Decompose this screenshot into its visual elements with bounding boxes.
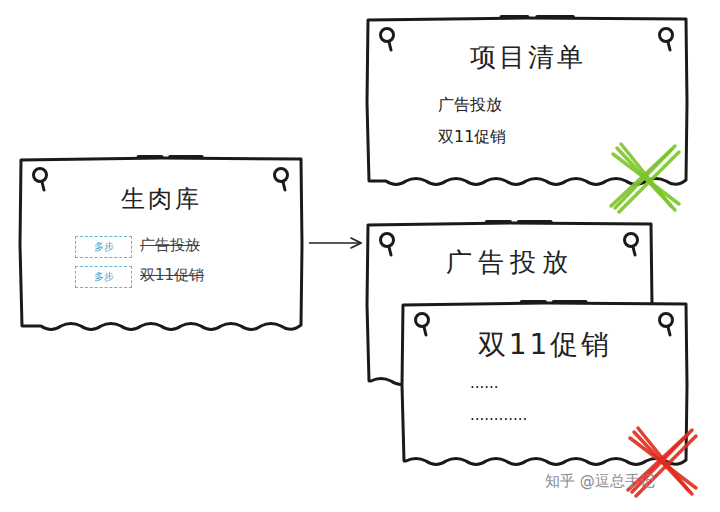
placeholder-dots: ............ bbox=[470, 406, 527, 424]
done-cross bbox=[611, 144, 679, 212]
step-tag: 多步 bbox=[75, 266, 132, 288]
card-title: 项目清单 bbox=[470, 42, 586, 73]
cross-stroke bbox=[613, 154, 679, 204]
pin-head bbox=[416, 314, 429, 327]
list-item: 双11促销 bbox=[438, 127, 506, 146]
tape-mark bbox=[502, 15, 574, 19]
torn-paper bbox=[367, 18, 687, 185]
card-title: 双11促销 bbox=[478, 328, 613, 362]
tape-mark bbox=[139, 155, 202, 159]
pin-stem bbox=[283, 182, 285, 190]
pin-head bbox=[34, 169, 47, 182]
torn-paper bbox=[20, 158, 302, 330]
pin-stem bbox=[633, 247, 635, 255]
card-title: 生肉库 bbox=[121, 185, 202, 214]
tag-text: 多步 bbox=[94, 271, 114, 283]
pin-head bbox=[275, 169, 288, 182]
list-item: 广告投放 bbox=[438, 95, 502, 114]
cross-stroke bbox=[621, 144, 671, 206]
tape-mark bbox=[522, 300, 586, 304]
pin-stem bbox=[668, 42, 670, 50]
connector-arrow bbox=[309, 242, 361, 244]
pin-stem bbox=[389, 42, 391, 50]
pin-head bbox=[625, 234, 638, 247]
placeholder-dots: ...... bbox=[470, 374, 499, 392]
pin-head bbox=[660, 314, 673, 327]
pin-stem bbox=[42, 182, 44, 190]
cross-stroke bbox=[615, 146, 675, 208]
card-outline bbox=[400, 300, 690, 470]
struck-item: 双11促销 bbox=[140, 266, 204, 284]
pin-stem bbox=[389, 247, 391, 255]
note-card: 双11促销.................. bbox=[400, 300, 690, 470]
tag-text: 多步 bbox=[94, 241, 114, 253]
tape-mark bbox=[487, 220, 551, 224]
card-outline bbox=[365, 15, 690, 190]
cross-stroke bbox=[617, 148, 675, 210]
pin-head bbox=[381, 234, 394, 247]
watermark: 知乎 @逗总手记 bbox=[545, 472, 655, 491]
pin-stem bbox=[424, 327, 426, 335]
pin-stem bbox=[668, 327, 670, 335]
pin-head bbox=[381, 29, 394, 42]
note-card: 多步多步生肉库广告投放双11促销 bbox=[18, 155, 305, 335]
card-title: 广告投放 bbox=[446, 247, 574, 278]
cross-stroke bbox=[611, 150, 671, 206]
pin-head bbox=[660, 29, 673, 42]
cross-stroke bbox=[619, 152, 679, 212]
step-tag: 多步 bbox=[75, 236, 132, 258]
note-card: 项目清单广告投放双11促销 bbox=[365, 15, 690, 190]
torn-paper bbox=[402, 303, 687, 465]
struck-item: 广告投放 bbox=[140, 236, 200, 254]
